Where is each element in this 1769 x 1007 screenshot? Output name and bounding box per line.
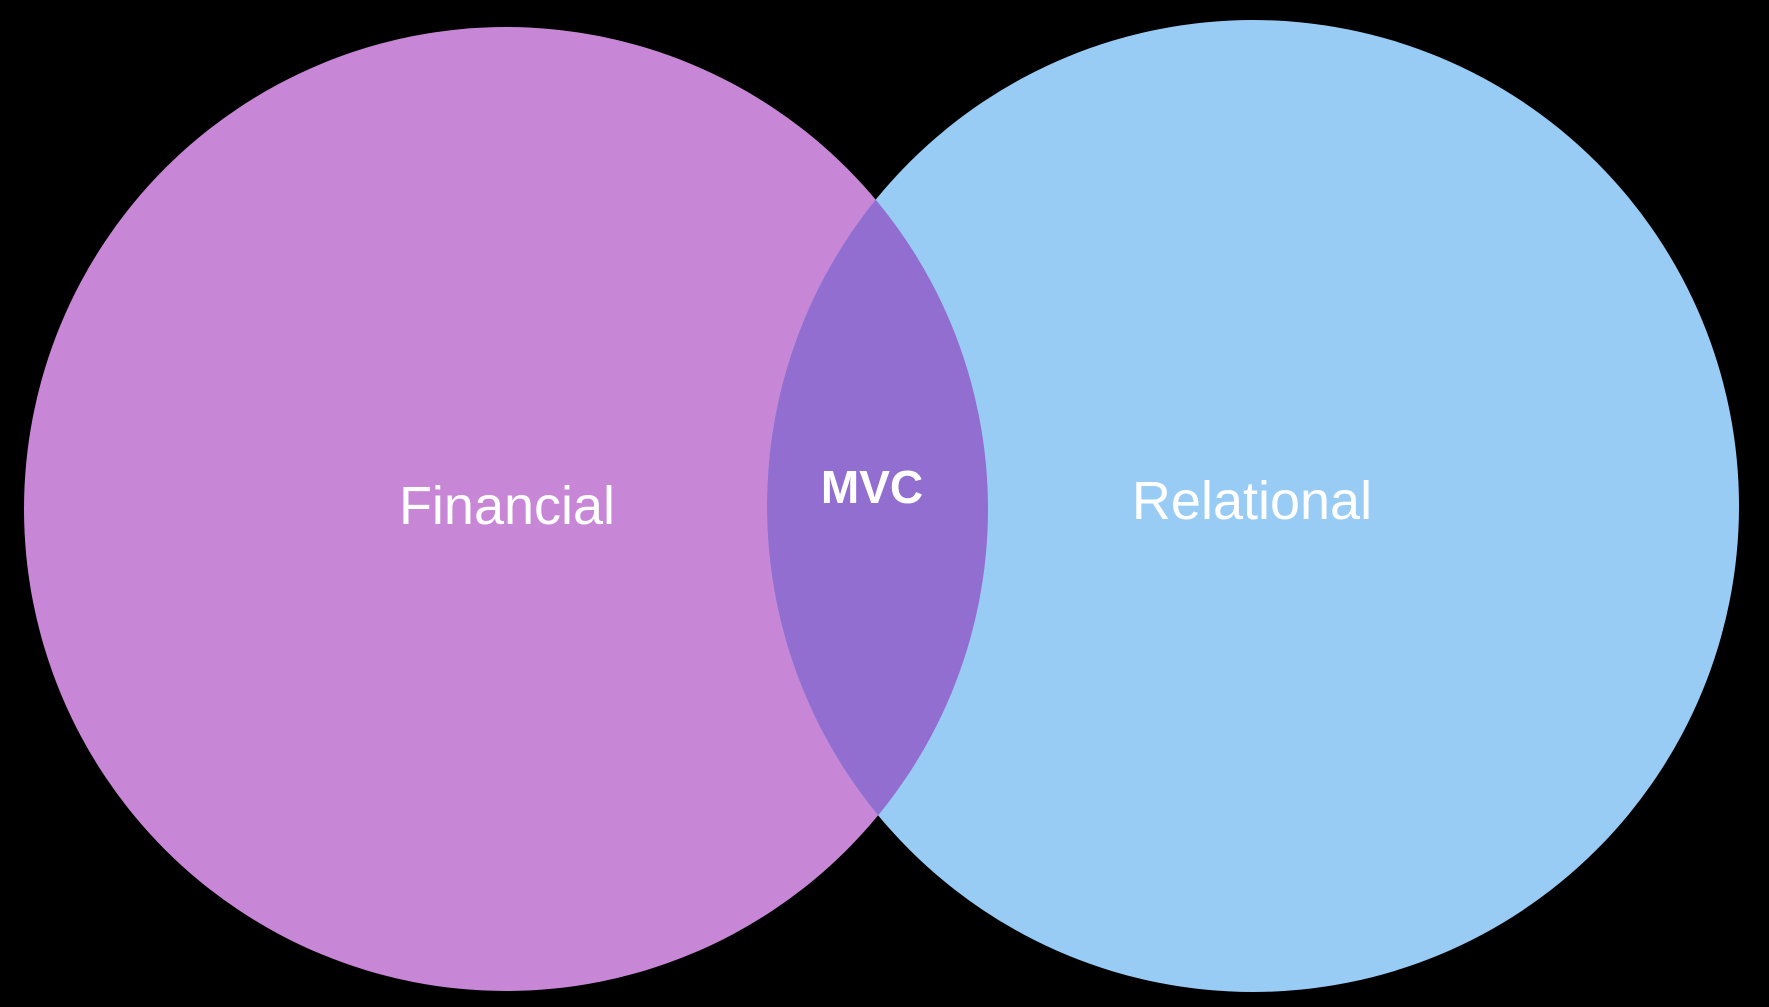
relational-label: Relational xyxy=(1132,471,1372,531)
financial-circle xyxy=(24,27,988,991)
relational-circle xyxy=(767,20,1739,992)
financial-label: Financial xyxy=(399,476,615,536)
mvc-label: MVC xyxy=(821,461,923,513)
